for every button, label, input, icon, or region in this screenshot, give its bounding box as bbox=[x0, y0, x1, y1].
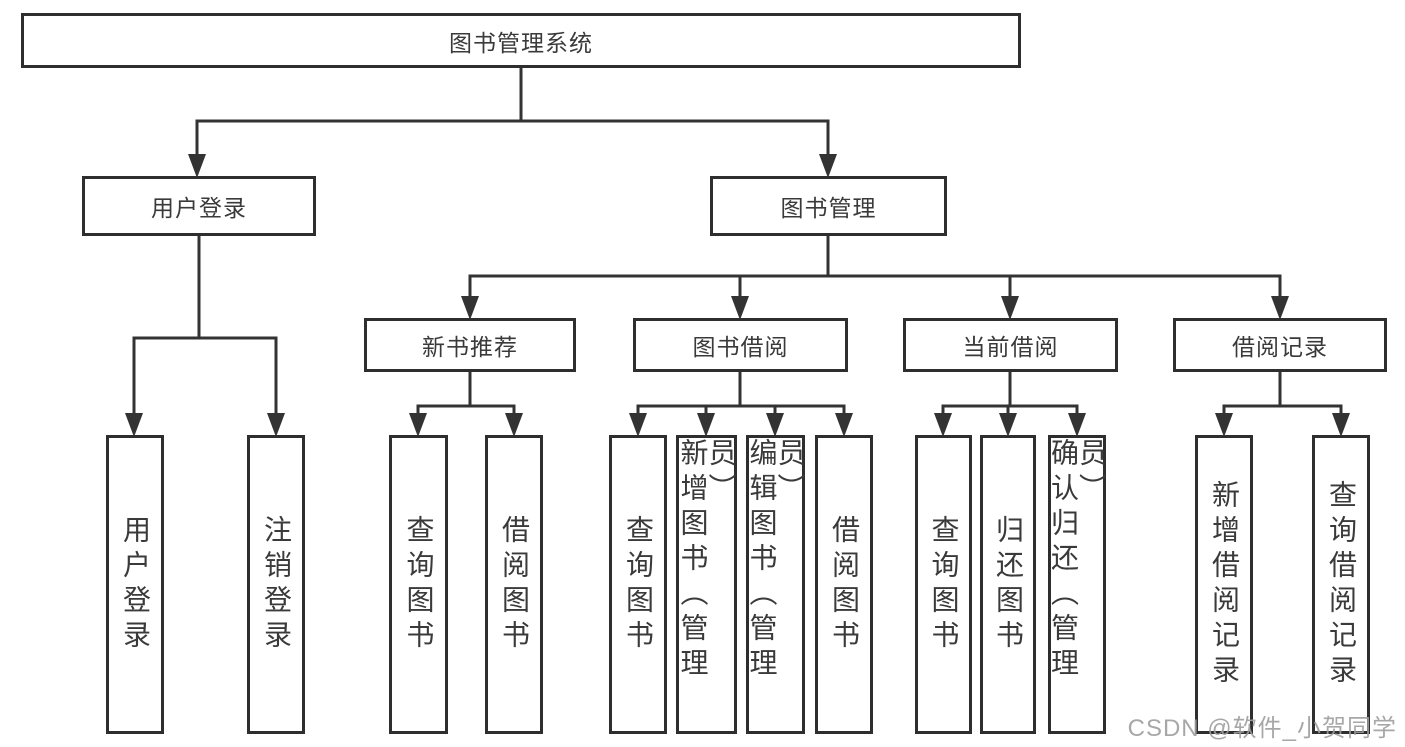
leaf-query-books: 查询图书 bbox=[389, 435, 448, 734]
csdn-watermark: CSDN @软件_小贺同学 bbox=[1127, 715, 1397, 742]
leaf-confirm-return-admin: 确认归还（管理员） bbox=[1048, 435, 1107, 734]
node-label: 新书推荐 bbox=[422, 334, 518, 360]
node-label: 图书管理 bbox=[780, 195, 877, 221]
leaf-add-books-admin: 新增图书（管理员） bbox=[676, 435, 737, 734]
leaf-borrow-books: 借阅图书 bbox=[485, 435, 543, 734]
node-label: 借阅记录 bbox=[1232, 334, 1328, 360]
leaf-label: 新增图书（管理员） bbox=[677, 438, 737, 683]
leaf-label: 查询图书 bbox=[403, 514, 435, 655]
leaf-query-books: 查询图书 bbox=[609, 435, 667, 734]
leaf-query-borrow-record: 查询借阅记录 bbox=[1312, 435, 1370, 734]
leaf-label: 查询借阅记录 bbox=[1326, 479, 1357, 690]
leaf-query-books: 查询图书 bbox=[915, 435, 972, 734]
node-label: 图书管理系统 bbox=[449, 29, 593, 56]
leaf-label: 注销登录 bbox=[261, 514, 292, 655]
leaf-label: 借阅图书 bbox=[499, 514, 530, 655]
node-book-management: 图书管理 bbox=[710, 176, 947, 236]
leaf-logout: 注销登录 bbox=[247, 435, 305, 734]
leaf-label: 查询图书 bbox=[928, 514, 960, 655]
node-system-root: 图书管理系统 bbox=[21, 13, 1021, 68]
leaf-label: 归还图书 bbox=[993, 514, 1024, 655]
node-user-login-branch: 用户登录 bbox=[82, 176, 316, 236]
leaf-label: 查询图书 bbox=[623, 514, 654, 655]
leaf-edit-books-admin: 编辑图书（管理员） bbox=[746, 435, 806, 734]
leaf-label: 确认归还（管理员） bbox=[1048, 438, 1107, 683]
leaf-add-borrow-record: 新增借阅记录 bbox=[1195, 435, 1253, 734]
leaf-borrow-books: 借阅图书 bbox=[815, 435, 873, 734]
node-new-book-recommend: 新书推荐 bbox=[364, 318, 576, 372]
leaf-label: 新增借阅记录 bbox=[1209, 479, 1240, 690]
node-borrow-records: 借阅记录 bbox=[1173, 318, 1387, 372]
node-book-borrowing: 图书借阅 bbox=[633, 318, 848, 372]
leaf-label: 借阅图书 bbox=[829, 514, 860, 655]
leaf-user-login: 用户登录 bbox=[106, 435, 164, 734]
leaf-label: 编辑图书（管理员） bbox=[746, 438, 806, 683]
node-label: 图书借阅 bbox=[692, 334, 789, 360]
leaf-label: 用户登录 bbox=[120, 514, 151, 655]
node-current-borrowing: 当前借阅 bbox=[903, 318, 1118, 372]
leaf-return-books: 归还图书 bbox=[980, 435, 1036, 734]
node-label: 当前借阅 bbox=[962, 334, 1059, 360]
node-label: 用户登录 bbox=[151, 195, 247, 221]
